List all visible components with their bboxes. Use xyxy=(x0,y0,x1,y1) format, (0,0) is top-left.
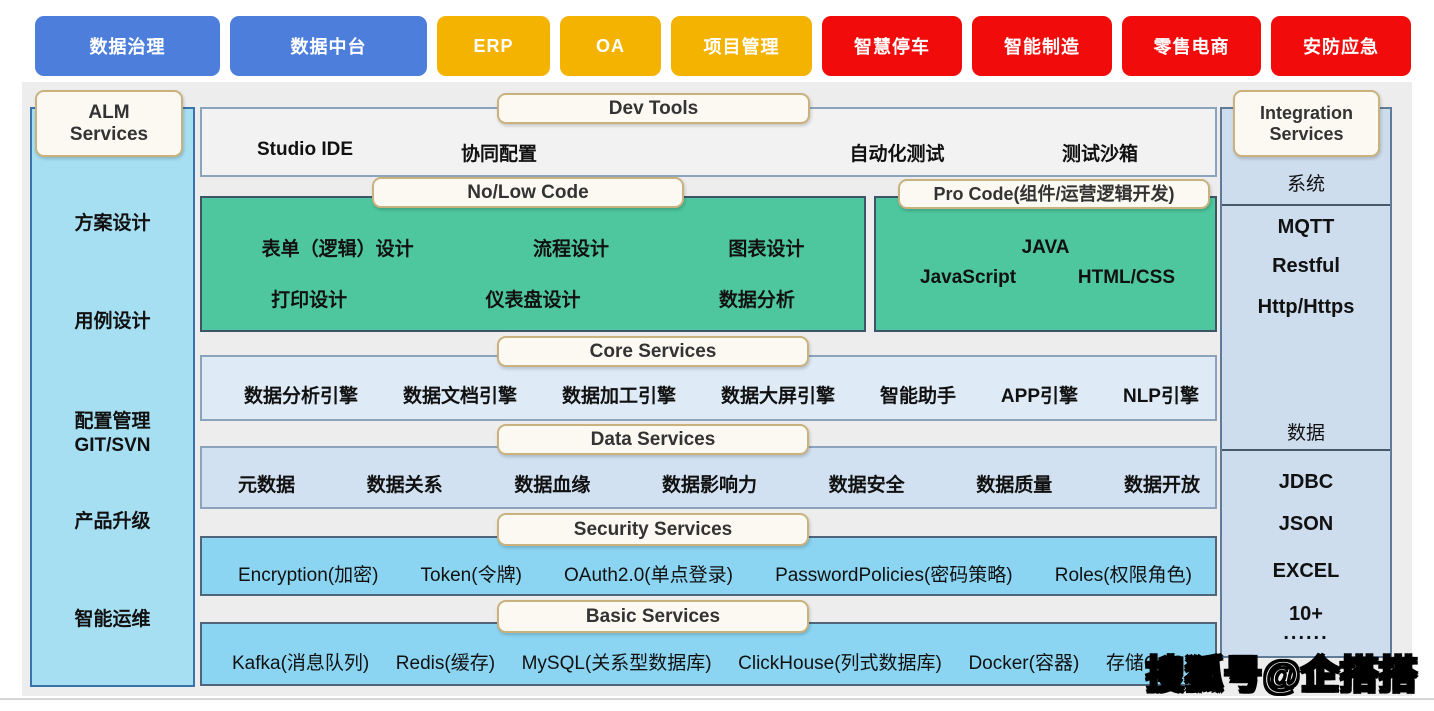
nlc-item-dashboard-design: 仪表盘设计 xyxy=(485,290,581,311)
core-item-data-doc-engine: 数据文档引擎 xyxy=(402,385,517,407)
tag-security-emergency[interactable]: 安防应急 xyxy=(1271,16,1411,76)
core-item-data-analysis-engine: 数据分析引擎 xyxy=(244,385,359,407)
data-services-title: Data Services xyxy=(497,424,809,455)
integration-services-column: 系统 MQTT Restful Http/Https 数据 JDBC JSON … xyxy=(1220,107,1392,658)
core-item-ai-assistant: 智能助手 xyxy=(879,385,956,407)
integration-item-jdbc: JDBC xyxy=(1278,471,1334,493)
security-services-title: Security Services xyxy=(497,513,809,546)
tag-project-management[interactable]: 项目管理 xyxy=(671,16,812,76)
integration-divider-system xyxy=(1222,204,1390,206)
data-item-data-lineage: 数据血缘 xyxy=(514,475,591,496)
tag-data-middle-platform[interactable]: 数据中台 xyxy=(230,16,427,76)
core-item-data-screen-engine: 数据大屏引擎 xyxy=(720,385,835,407)
dev-tools-title: Dev Tools xyxy=(497,93,810,124)
basic-services-row: Kafka(消息队列) Redis(缓存) MySQL(关系型数据库) Clic… xyxy=(200,622,1217,686)
pro-code-row2: JavaScript HTML/CSS xyxy=(876,264,1215,292)
sec-item-oauth: OAuth2.0(单点登录) xyxy=(564,564,733,586)
pro-code-title: Pro Code(组件/运营逻辑开发) xyxy=(898,179,1210,209)
basic-item-mysql: MySQL(关系型数据库) xyxy=(521,652,712,674)
dev-item-automated-testing: 自动化测试 xyxy=(849,144,945,165)
data-item-data-quality: 数据质量 xyxy=(976,475,1053,496)
basic-services-title: Basic Services xyxy=(497,600,809,633)
tag-smart-manufacturing[interactable]: 智能制造 xyxy=(972,16,1112,76)
integration-item-json: JSON xyxy=(1278,513,1334,535)
data-item-data-openness: 数据开放 xyxy=(1123,475,1200,496)
core-item-nlp-engine: NLP引擎 xyxy=(1122,385,1199,407)
integration-title-line1: Integration xyxy=(1260,102,1353,123)
sec-item-token: Token(令牌) xyxy=(420,564,522,586)
integration-item-mqtt: MQTT xyxy=(1277,216,1335,238)
core-item-data-process-engine: 数据加工引擎 xyxy=(561,385,676,407)
basic-item-oss: 存储OSS xyxy=(1105,652,1184,674)
alm-services-title: ALM Services xyxy=(35,90,183,157)
sec-item-roles: Roles(权限角色) xyxy=(1054,564,1192,586)
integration-services-title: Integration Services xyxy=(1233,90,1380,157)
integration-item-ellipsis: ...... xyxy=(1283,622,1329,644)
tag-smart-parking[interactable]: 智慧停车 xyxy=(822,16,962,76)
data-services-row: 元数据 数据关系 数据血缘 数据影响力 数据安全 数据质量 数据开放 xyxy=(200,446,1217,509)
tag-data-governance[interactable]: 数据治理 xyxy=(35,16,220,76)
integration-item-excel: EXCEL xyxy=(1272,560,1340,582)
alm-services-column: 方案设计 用例设计 配置管理 GIT/SVN 产品升级 智能运维 xyxy=(30,107,195,687)
alm-title-line2: Services xyxy=(69,123,149,145)
no-low-code-row1: 表单（逻辑）设计 流程设计 图表设计 xyxy=(202,234,864,261)
basic-item-clickhouse: ClickHouse(列式数据库) xyxy=(738,652,942,674)
sec-item-password-policies: PasswordPolicies(密码策略) xyxy=(775,564,1013,586)
data-item-data-security: 数据安全 xyxy=(828,475,905,496)
nlc-item-data-analysis: 数据分析 xyxy=(718,290,795,311)
dev-item-collab-config: 协同配置 xyxy=(460,144,538,165)
integration-item-restful: Restful xyxy=(1272,255,1340,277)
alm-item-product-upgrade: 产品升级 xyxy=(74,511,151,532)
tag-erp[interactable]: ERP xyxy=(437,16,550,76)
data-item-metadata: 元数据 xyxy=(238,475,296,496)
nlc-item-flow-design: 流程设计 xyxy=(532,239,609,260)
pro-item-javascript: JavaScript xyxy=(920,267,1017,288)
no-low-code-block: 表单（逻辑）设计 流程设计 图表设计 打印设计 仪表盘设计 数据分析 xyxy=(200,196,866,332)
core-services-title: Core Services xyxy=(497,336,809,367)
alm-item-use-case-design: 用例设计 xyxy=(74,311,151,332)
alm-item-intelligent-ops: 智能运维 xyxy=(74,609,151,630)
integration-section-data-label: 数据 xyxy=(1286,423,1325,444)
pro-code-row1: JAVA xyxy=(876,234,1215,262)
data-item-data-impact: 数据影响力 xyxy=(661,475,757,496)
integration-title-line2: Services xyxy=(1269,123,1344,144)
dev-item-test-sandbox: 测试沙箱 xyxy=(1061,144,1139,165)
integration-item-http: Http/Https xyxy=(1257,296,1355,318)
pro-item-java: JAVA xyxy=(1021,237,1070,258)
watermark-text: 搜狐号@企搭搭 xyxy=(1145,654,1419,698)
pro-item-htmlcss: HTML/CSS xyxy=(1077,267,1175,288)
tag-oa[interactable]: OA xyxy=(560,16,661,76)
integration-divider-data xyxy=(1222,449,1390,451)
tag-retail-ecommerce[interactable]: 零售电商 xyxy=(1122,16,1261,76)
top-tag-bar: 数据治理 数据中台 ERP OA 项目管理 智慧停车 智能制造 零售电商 安防应… xyxy=(35,16,1412,76)
alm-item-solution-design: 方案设计 xyxy=(74,213,151,234)
no-low-code-row2: 打印设计 仪表盘设计 数据分析 xyxy=(202,285,864,312)
basic-item-redis: Redis(缓存) xyxy=(395,652,496,674)
bottom-divider xyxy=(0,698,1434,700)
dev-item-studio-ide: Studio IDE xyxy=(256,139,354,160)
integration-section-system-label: 系统 xyxy=(1286,174,1325,195)
basic-item-docker: Docker(容器) xyxy=(968,652,1080,674)
nlc-item-chart-design: 图表设计 xyxy=(728,239,805,260)
nlc-item-print-design: 打印设计 xyxy=(271,290,348,311)
data-item-data-relation: 数据关系 xyxy=(366,475,443,496)
sec-item-encryption: Encryption(加密) xyxy=(238,564,379,586)
alm-item-config-management: 配置管理 GIT/SVN xyxy=(74,411,151,456)
pro-code-block: JAVA JavaScript HTML/CSS xyxy=(874,196,1217,332)
integration-item-more-count: 10+ xyxy=(1289,603,1323,625)
basic-item-kafka: Kafka(消息队列) xyxy=(232,652,370,674)
core-item-app-engine: APP引擎 xyxy=(1000,385,1078,407)
nlc-item-form-design: 表单（逻辑）设计 xyxy=(261,239,414,260)
alm-title-line1: ALM xyxy=(88,101,130,123)
no-low-code-title: No/Low Code xyxy=(372,177,684,208)
